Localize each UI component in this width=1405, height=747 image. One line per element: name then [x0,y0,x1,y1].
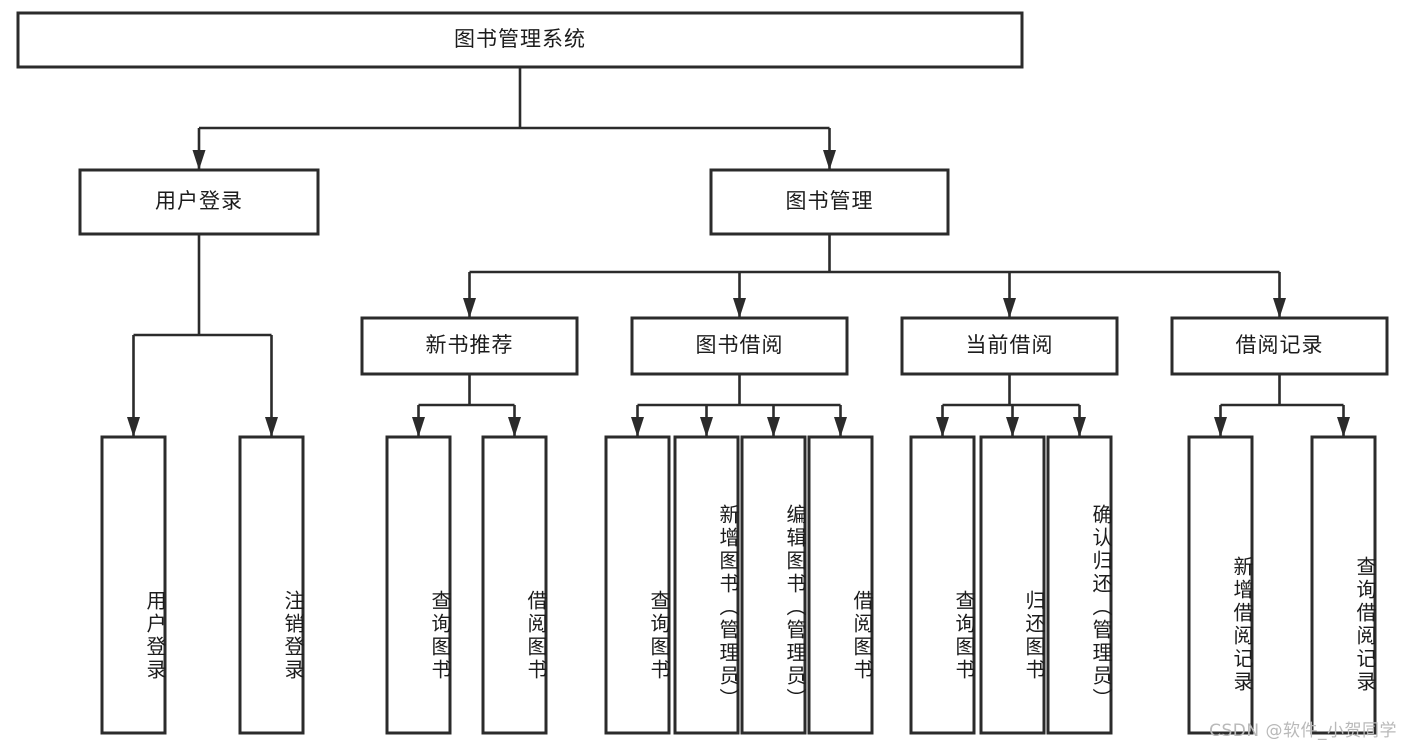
arrow-head-icon [463,298,476,318]
arrow-head-icon [767,417,780,437]
connectors-layer [127,67,1350,437]
node-box-leaf-user-login[interactable] [100,435,167,735]
node-box-leaf-borrow-book-1[interactable] [481,435,548,735]
node-box-root[interactable] [16,11,1024,69]
arrow-head-icon [1214,417,1227,437]
arrow-head-icon [127,417,140,437]
node-box-leaf-edit-book[interactable] [740,435,807,735]
node-box-book-manage[interactable] [709,168,950,236]
arrow-head-icon [1003,298,1016,318]
arrow-head-icon [412,417,425,437]
node-box-user-login[interactable] [78,168,320,236]
arrow-head-icon [1006,417,1019,437]
node-box-borrow-record[interactable] [1170,316,1389,376]
node-box-book-borrow[interactable] [630,316,849,376]
node-box-leaf-borrow-book-2[interactable] [807,435,874,735]
node-box-leaf-return-book[interactable] [979,435,1046,735]
node-box-leaf-query-book-3[interactable] [909,435,976,735]
arrow-head-icon [700,417,713,437]
node-box-leaf-query-record[interactable] [1310,435,1377,735]
arrow-head-icon [936,417,949,437]
node-box-current-borrow[interactable] [900,316,1119,376]
node-box-leaf-add-record[interactable] [1187,435,1254,735]
arrow-head-icon [1337,417,1350,437]
arrow-head-icon [823,150,836,170]
arrow-head-icon [265,417,278,437]
node-box-leaf-confirm-return[interactable] [1046,435,1113,735]
arrow-head-icon [1073,417,1086,437]
arrow-head-icon [1273,298,1286,318]
arrow-head-icon [733,298,746,318]
node-box-leaf-add-book[interactable] [673,435,740,735]
arrow-head-icon [508,417,521,437]
arrow-head-icon [631,417,644,437]
arrow-head-icon [834,417,847,437]
node-box-leaf-query-book-2[interactable] [604,435,671,735]
node-box-new-book-rec[interactable] [360,316,579,376]
node-boxes-layer [16,11,1389,735]
node-box-leaf-logout[interactable] [238,435,305,735]
node-box-leaf-query-book-1[interactable] [385,435,452,735]
arrow-head-icon [192,150,206,170]
